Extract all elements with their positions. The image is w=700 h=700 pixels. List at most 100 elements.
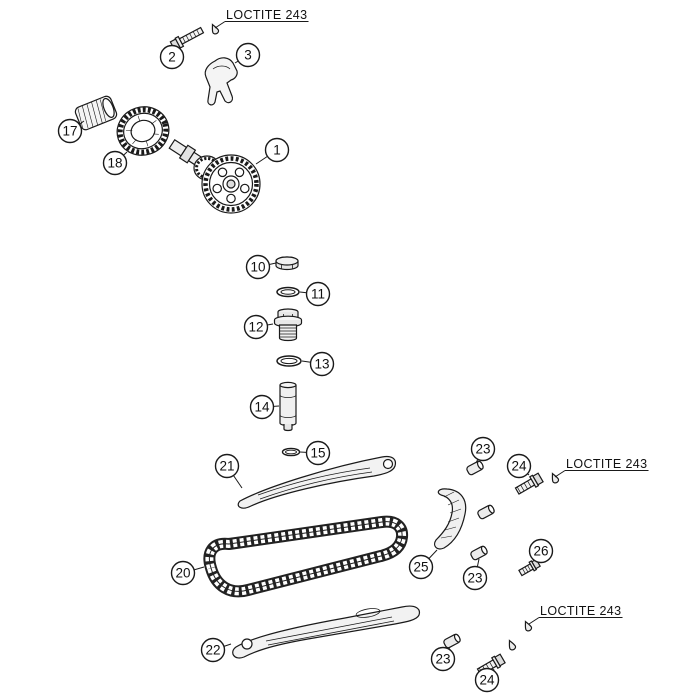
tensioner-body-part-14-icon [279,381,297,432]
callout-leader-line [301,360,311,363]
timing-gear-part-18-icon [116,106,170,156]
callout-circle[interactable] [102,150,128,176]
callout-leader-line [299,291,307,294]
callout-circle[interactable] [408,554,434,580]
callout-number: 17 [62,124,77,139]
callout-leader-line [269,262,277,265]
callout-23[interactable]: 23 [430,646,456,672]
callout-23[interactable]: 23 [462,558,488,591]
callout-circle[interactable] [264,137,290,163]
callout-24[interactable]: 24 [506,453,532,479]
callout-circle[interactable] [430,646,456,672]
callout-number: 15 [310,446,325,461]
callout-13[interactable]: 13 [301,351,335,377]
callout-circle[interactable] [235,42,261,68]
label-leader-line [554,470,566,478]
callout-number: 18 [107,156,122,171]
callout-25[interactable]: 25 [408,549,438,580]
collar-part-23-icon [470,545,488,561]
callout-circle[interactable] [249,394,275,420]
callout-leader-line [476,558,480,567]
callout-circle[interactable] [245,254,271,280]
callout-number: 14 [254,400,270,415]
callout-number: 23 [475,442,490,457]
loctite-drop-icon [211,23,220,35]
callout-15[interactable]: 15 [299,440,331,466]
callout-leader-line [123,151,128,156]
loctite-drop-icon [551,472,560,484]
callout-leader-line [255,155,268,165]
callout-circle[interactable] [305,281,331,307]
callout-number: 25 [413,560,428,575]
callout-12[interactable]: 12 [243,314,274,340]
callout-leader-line [223,643,232,647]
callout-number: 13 [314,357,329,372]
callout-number: 3 [244,48,252,63]
callout-circle[interactable] [474,667,500,693]
plug-part-12-icon [273,308,303,342]
callout-21[interactable]: 21 [214,453,243,489]
callout-number: 22 [205,643,220,658]
chain-guide-part-22-icon [232,605,421,659]
callout-circle[interactable] [159,44,185,70]
callout-circle[interactable] [170,560,196,586]
callout-10[interactable]: 10 [245,254,277,280]
loctite-drop-icon [508,639,517,651]
callout-number: 24 [511,459,527,474]
callout-23[interactable]: 23 [470,436,496,464]
label-leader-line [214,21,226,29]
collar-part-23-icon [477,504,495,520]
callout-leader-line [428,549,438,559]
callout-22[interactable]: 22 [200,637,232,663]
callout-leader-line [79,120,85,125]
callout-circle[interactable] [470,436,496,462]
callout-number: 20 [175,566,190,581]
callout-number: 1 [273,143,281,158]
timing-chain-part-20-icon [209,522,402,592]
o-ring-part-15-icon [281,447,301,457]
callout-circle[interactable] [506,453,532,479]
o-ring-part-11-icon [276,286,300,298]
callout-number: 12 [248,320,263,335]
loctite-label: LOCTITE 243 [554,457,649,478]
callout-17[interactable]: 17 [57,118,85,144]
callout-number: 11 [311,287,325,302]
callout-20[interactable]: 20 [170,560,205,586]
loctite-label: LOCTITE 243 [528,604,623,625]
callout-circle[interactable] [462,565,488,591]
callout-circle[interactable] [528,538,554,564]
callout-circle[interactable] [214,453,240,479]
loctite-label: LOCTITE 243 [214,8,309,29]
loctite-label-text: LOCTITE 243 [566,457,648,471]
callout-26[interactable]: 26 [528,538,554,564]
loctite-label-text: LOCTITE 243 [540,604,622,618]
callout-18[interactable]: 18 [102,150,128,176]
callout-number: 10 [250,260,265,275]
callout-1[interactable]: 1 [255,137,290,165]
bolt-part-24-icon [514,472,544,495]
callout-number: 21 [219,459,234,474]
callout-2[interactable]: 2 [159,44,185,70]
o-ring-part-13-icon [276,355,302,367]
callout-circle[interactable] [57,118,83,144]
callout-24[interactable]: 24 [474,667,500,693]
callout-circle[interactable] [243,314,269,340]
callout-11[interactable]: 11 [299,281,331,307]
callout-circle[interactable] [309,351,335,377]
callout-circle[interactable] [200,637,226,663]
callout-leader-line [193,566,205,571]
callout-number: 24 [479,673,495,688]
callout-14[interactable]: 14 [249,394,280,420]
callout-3[interactable]: 3 [234,42,261,68]
callout-leader-line [233,475,243,489]
tensioner-pad-part-25-icon [433,488,467,550]
callout-circle[interactable] [305,440,331,466]
camshaft-part-1-icon [168,138,261,214]
callout-number: 2 [168,50,176,65]
label-leader-line [528,617,540,625]
callout-number: 23 [435,652,450,667]
bolt-part-26-icon [518,558,541,577]
